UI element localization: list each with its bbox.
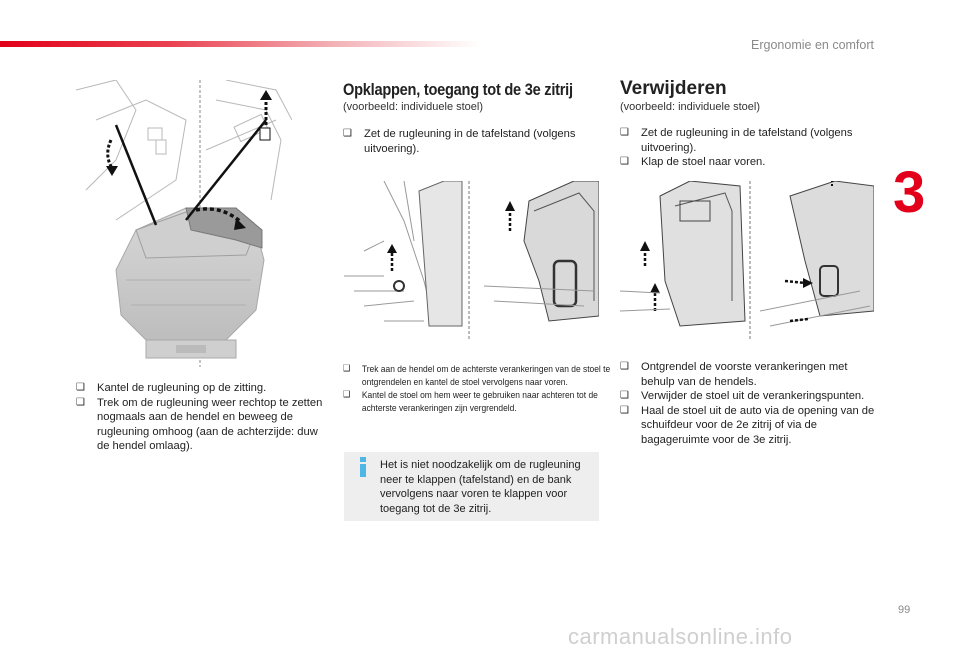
watermark-text: carmanualsonline.info [568,624,793,649]
list-item: ❑Trek aan de hendel om de achterste vera… [343,363,611,387]
left-bullet-list: ❑Kantel de rugleuning op de zitting. ❑Tr… [76,381,326,454]
list-item: ❑Haal de stoel uit de auto via de openin… [620,404,875,446]
right-top-bullet-list: ❑Zet de rugleuning in de tafelstand (vol… [620,126,875,170]
checkbox-bullet-icon: ❑ [76,382,85,393]
list-item: ❑Zet de rugleuning in de tafelstand (vol… [620,127,853,154]
seat-fold-illustration [75,79,293,367]
section-subtitle: (voorbeeld: individuele stoel) [343,101,484,113]
section-heading: Verwijderen [620,78,727,99]
info-icon [360,457,366,477]
page-number: 99 [898,604,911,616]
checkbox-bullet-icon: ❑ [620,127,629,138]
checkbox-bullet-icon: ❑ [76,396,85,408]
middle-bullet-list: ❑Zet de rugleuning in de tafelstand (vol… [343,127,598,156]
chapter-number: 3 [893,160,926,225]
list-item: ❑Kantel de rugleuning op de zitting. [76,382,267,394]
checkbox-bullet-icon: ❑ [343,389,351,399]
caption-bullet-list: ❑Trek aan de hendel om de achterste vera… [343,362,610,414]
list-item: ❑Kantel de stoel om hem weer te gebruike… [343,389,598,413]
list-item: ❑Trek om de rugleuning weer rechtop te z… [76,396,323,453]
section-title: Ergonomie en comfort [751,38,874,52]
list-item: ❑Zet de rugleuning in de tafelstand (vol… [343,128,576,155]
header-accent-bar [0,41,480,47]
list-item: ❑Ontgrendel de voorste verankeringen met… [620,361,848,388]
seat-tilt-illustration [344,180,600,341]
right-bottom-bullet-list: ❑Ontgrendel de voorste verankeringen met… [620,360,875,447]
checkbox-bullet-icon: ❑ [343,363,351,373]
checkbox-bullet-icon: ❑ [620,361,629,372]
note-text: Het is niet noodzakelijk om de rugleunin… [380,459,581,515]
list-item: ❑Verwijder de stoel uit de verankeringsp… [620,390,865,402]
list-item: ❑Klap de stoel naar voren. [620,156,766,168]
checkbox-bullet-icon: ❑ [620,390,629,401]
section-heading: Opklappen, toegang tot de 3e zitrij [343,80,573,99]
info-note: Het is niet noodzakelijk om de rugleunin… [344,452,599,521]
section-subtitle: (voorbeeld: individuele stoel) [620,101,761,113]
seat-removal-illustration [619,176,875,341]
checkbox-bullet-icon: ❑ [620,404,629,416]
checkbox-bullet-icon: ❑ [343,128,352,139]
checkbox-bullet-icon: ❑ [620,156,629,167]
